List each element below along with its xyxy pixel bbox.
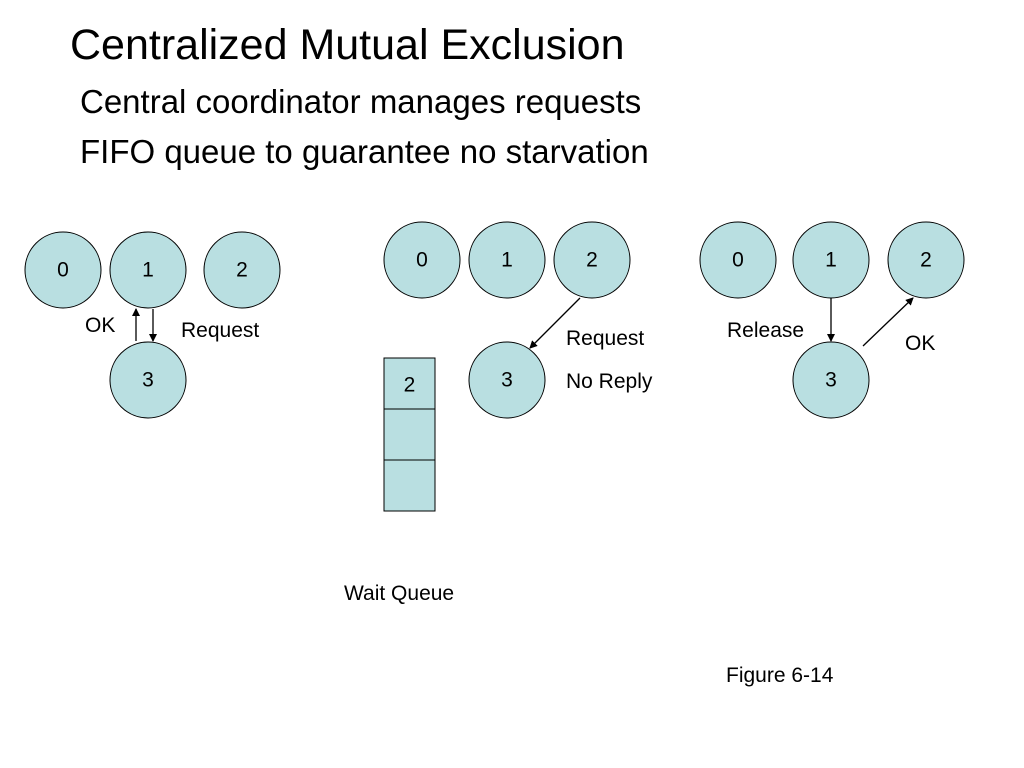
panel3-ok-label: OK [905,332,935,355]
svg-text:1: 1 [825,249,837,272]
panel2-request-label: Request [566,327,644,350]
svg-text:2: 2 [920,249,932,272]
wait-queue-cell [383,459,436,512]
panel1-ok-label: OK [85,314,115,337]
svg-text:0: 0 [416,249,428,272]
svg-text:2: 2 [586,249,598,272]
panel2-node-1-coordinator: 1 [468,221,546,299]
slide-title: Centralized Mutual Exclusion [70,21,625,69]
svg-text:3: 3 [142,369,154,392]
panel2-no-reply-label: No Reply [566,370,653,393]
svg-text:2: 2 [404,374,416,397]
panel1-node-2: 2 [203,231,281,309]
svg-text:3: 3 [501,369,513,392]
panel3-node-0: 0 [699,221,777,299]
panel3-node-3: 3 [792,341,870,419]
panel-1: 0 1 2 3 OK Request [24,231,281,419]
svg-text:1: 1 [501,249,513,272]
svg-text:1: 1 [142,259,154,282]
wait-queue: 2 [383,357,436,512]
svg-text:2: 2 [236,259,248,282]
panel-2: 0 1 2 3 Request No Reply 2 [344,221,653,605]
panel1-node-0: 0 [24,231,102,309]
panel3-ok-arrow [862,297,914,347]
svg-text:0: 0 [57,259,69,282]
svg-text:3: 3 [825,369,837,392]
panel1-request-label: Request [181,319,259,342]
panel1-node-3: 3 [109,341,187,419]
figure-caption: Figure 6-14 [726,664,834,687]
wait-queue-caption: Wait Queue [344,582,454,605]
panel2-node-2: 2 [553,221,631,299]
panel-3: 0 1 2 3 Release OK [699,221,965,419]
panel3-node-1-coordinator: 1 [792,221,870,299]
panel3-release-label: Release [727,319,804,342]
panel2-node-3: 3 [468,341,546,419]
wait-queue-cell: 2 [383,357,436,410]
panel1-node-1-coordinator: 1 [109,231,187,309]
bullet-fifo-queue: FIFO queue to guarantee no starvation [80,133,649,170]
panel2-node-0: 0 [383,221,461,299]
bullet-coordinator: Central coordinator manages requests [80,83,642,120]
panel2-request-arrow [529,297,581,349]
svg-text:0: 0 [732,249,744,272]
wait-queue-cell [383,408,436,461]
panel3-node-2: 2 [887,221,965,299]
